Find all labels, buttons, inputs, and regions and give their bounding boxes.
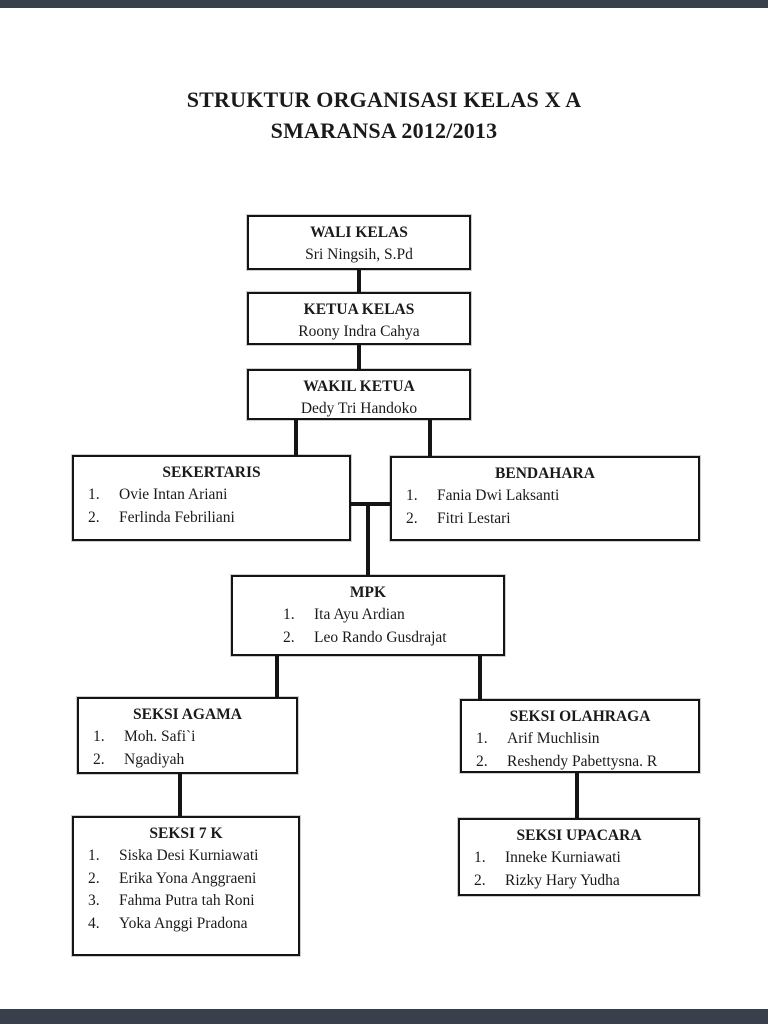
connector-line bbox=[428, 420, 432, 456]
member-name: Leo Rando Gusdrajat bbox=[314, 628, 447, 646]
connector-line bbox=[357, 345, 361, 369]
member-name: Rizky Hary Yudha bbox=[505, 871, 620, 889]
member-row: 4. Yoka Anggi Pradona bbox=[74, 913, 298, 936]
connector-line bbox=[357, 270, 361, 292]
member-row: 2. Ngadiyah bbox=[79, 749, 296, 772]
org-box-mpk: MPK 1. Ita Ayu Ardian 2. Leo Rando Gusdrajat bbox=[230, 574, 506, 657]
member-name: Ovie Intan Ariani bbox=[119, 486, 228, 503]
member-number: 3. bbox=[88, 892, 100, 909]
page-title-line1: STRUKTUR ORGANISASI KELAS X A bbox=[186, 87, 582, 112]
member-row: 1. Ita Ayu Ardian bbox=[233, 604, 503, 627]
org-box-title: KETUA KELAS bbox=[303, 301, 415, 318]
member-number: 1. bbox=[88, 486, 100, 503]
org-box-seksi-upacara: SEKSI UPACARA 1. Inneke Kurniawati 2. Rizky … bbox=[457, 817, 701, 897]
member-number: 2. bbox=[474, 871, 486, 889]
member-row: 1. Moh. Safi`i bbox=[79, 726, 296, 749]
member-name: Fitri Lestari bbox=[437, 509, 511, 527]
page-title-line2: SMARANSA 2012/2013 bbox=[270, 118, 498, 143]
member-number: 2. bbox=[406, 509, 418, 527]
member-name: Siska Desi Kurniawati bbox=[119, 847, 259, 864]
member-name: Inneke Kurniawati bbox=[505, 849, 621, 866]
member-name: Dedy Tri Handoko bbox=[300, 400, 418, 417]
org-box-title: SEKERTARIS bbox=[162, 464, 261, 481]
org-box-sekertaris: SEKERTARIS 1. Ovie Intan Ariani 2. Ferlinda … bbox=[71, 454, 352, 542]
member-name: Yoka Anggi Pradona bbox=[119, 914, 248, 932]
org-box-title: BENDAHARA bbox=[495, 465, 595, 482]
member-name: Arif Muchlisin bbox=[507, 730, 600, 747]
member-name: Ferlinda Febriliani bbox=[119, 508, 235, 526]
member-name: Reshendy Pabettysna. R bbox=[507, 752, 658, 770]
connector-line bbox=[275, 656, 279, 697]
member-row: 1. Inneke Kurniawati bbox=[460, 847, 698, 870]
member-number: 1. bbox=[474, 849, 486, 866]
member-number: 1. bbox=[93, 728, 105, 745]
org-box-title: MPK bbox=[349, 584, 387, 601]
letterbox-top-bar bbox=[0, 0, 768, 8]
connector-line bbox=[178, 774, 182, 816]
member-number: 2. bbox=[88, 508, 100, 526]
connector-line bbox=[478, 656, 482, 699]
org-box-title: SEKSI 7 K bbox=[149, 825, 223, 842]
member-name: Moh. Safi`i bbox=[124, 728, 196, 745]
member-name: Roony Indra Cahya bbox=[298, 323, 420, 340]
member-row: 2. Erika Yona Anggraeni bbox=[74, 868, 298, 891]
member-name: Sri Ningsih, S.Pd bbox=[305, 246, 413, 263]
member-row: 1. Ovie Intan Ariani bbox=[74, 484, 349, 507]
org-box-wakil-ketua: WAKIL KETUA Dedy Tri Handoko bbox=[246, 368, 472, 421]
member-row: 1. Arif Muchlisin bbox=[462, 728, 698, 751]
connector-line bbox=[294, 420, 298, 455]
org-box-bendahara: BENDAHARA 1. Fania Dwi Laksanti 2. Fitri Les… bbox=[389, 455, 701, 542]
member-row: 2. Ferlinda Febriliani bbox=[74, 507, 349, 530]
org-box-seksi-agama: SEKSI AGAMA 1. Moh. Safi`i 2. Ngadiyah bbox=[76, 696, 299, 775]
member-number: 1. bbox=[88, 847, 100, 864]
member-number: 1. bbox=[406, 487, 418, 504]
member-name: Fania Dwi Laksanti bbox=[437, 487, 560, 504]
member-name: Ngadiyah bbox=[124, 750, 185, 768]
org-box-title: SEKSI OLAHRAGA bbox=[509, 708, 651, 725]
letterbox-bottom-bar bbox=[0, 1009, 768, 1024]
org-box-ketua-kelas: KETUA KELAS Roony Indra Cahya bbox=[246, 291, 472, 346]
member-row: 2. Leo Rando Gusdrajat bbox=[233, 627, 503, 650]
connector-line bbox=[351, 502, 390, 506]
member-row: 1. Fania Dwi Laksanti bbox=[392, 485, 698, 508]
member-number: 2. bbox=[88, 869, 100, 887]
member-row: 2. Rizky Hary Yudha bbox=[460, 870, 698, 893]
org-box-wali-kelas: WALI KELAS Sri Ningsih, S.Pd bbox=[246, 214, 472, 271]
org-box-seksi-7k: SEKSI 7 K 1. Siska Desi Kurniawati 2. Erika … bbox=[71, 815, 301, 957]
document-page: STRUKTUR ORGANISASI KELAS X A SMARANSA 2… bbox=[0, 8, 768, 1009]
org-box-title: SEKSI AGAMA bbox=[133, 706, 242, 723]
member-row: 2. Reshendy Pabettysna. R bbox=[462, 751, 698, 774]
member-number: 1. bbox=[283, 606, 295, 623]
org-box-title: WAKIL KETUA bbox=[303, 378, 415, 395]
member-row: 1. Siska Desi Kurniawati bbox=[74, 845, 298, 868]
member-row: 2. Fitri Lestari bbox=[392, 508, 698, 531]
org-box-title: SEKSI UPACARA bbox=[516, 827, 642, 844]
member-number: 2. bbox=[476, 752, 488, 770]
member-row: 3. Fahma Putra tah Roni bbox=[74, 890, 298, 913]
member-number: 4. bbox=[88, 914, 100, 932]
page-title: STRUKTUR ORGANISASI KELAS X A SMARANSA 2… bbox=[0, 84, 768, 146]
member-name: Erika Yona Anggraeni bbox=[119, 869, 257, 887]
org-box-title: WALI KELAS bbox=[310, 224, 408, 241]
connector-line bbox=[366, 502, 370, 575]
member-number: 2. bbox=[283, 628, 295, 646]
org-box-seksi-olahraga: SEKSI OLAHRAGA 1. Arif Muchlisin 2. Reshendy… bbox=[459, 698, 701, 774]
member-name: Fahma Putra tah Roni bbox=[119, 892, 255, 909]
member-number: 2. bbox=[93, 750, 105, 768]
connector-line bbox=[575, 773, 579, 818]
member-name: Ita Ayu Ardian bbox=[314, 606, 405, 623]
member-number: 1. bbox=[476, 730, 488, 747]
